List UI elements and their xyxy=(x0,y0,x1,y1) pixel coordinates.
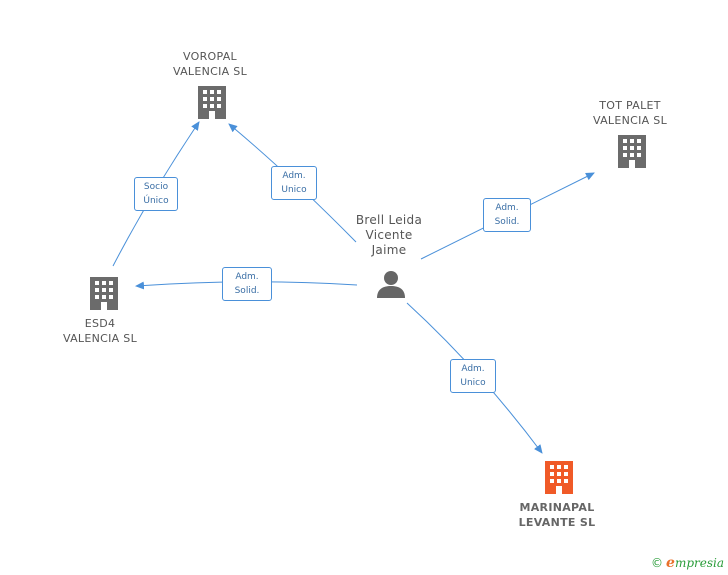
building-icon[interactable] xyxy=(545,461,573,494)
company-label-marinapal[interactable]: MARINAPAL LEVANTE SL xyxy=(505,500,609,530)
person-icon[interactable] xyxy=(377,271,405,298)
edge-label-text: Adm. xyxy=(282,171,306,181)
brand-initial: e xyxy=(666,555,675,571)
brand-logo: ©empresia xyxy=(651,555,724,571)
company-name: VALENCIA SL xyxy=(592,114,667,127)
company-name: LEVANTE SL xyxy=(518,516,596,529)
brand-name: mpresia xyxy=(674,556,724,570)
edge-label-adm-unico-voropal[interactable]: Adm. Unico xyxy=(271,166,317,200)
company-name: VALENCIA SL xyxy=(172,65,247,78)
company-name: MARINAPAL xyxy=(519,501,595,514)
company-label-voropal[interactable]: VOROPAL VALENCIA SL xyxy=(164,49,256,79)
edge-label-text: Solid. xyxy=(494,217,520,227)
copyright-symbol: © xyxy=(651,556,664,570)
edge-label-adm-unico-marinapal[interactable]: Adm. Unico xyxy=(450,359,496,393)
person-name: Jaime xyxy=(371,243,407,257)
edge-label-text: Adm. xyxy=(495,203,519,213)
company-name: TOT PALET xyxy=(599,99,661,112)
company-label-totpalet[interactable]: TOT PALET VALENCIA SL xyxy=(584,98,676,128)
edge-label-text: Adm. xyxy=(461,364,485,374)
edge-label-socio-unico[interactable]: Socio Único xyxy=(134,177,178,211)
edge-label-adm-solid-esd4[interactable]: Adm. Solid. xyxy=(222,267,272,301)
company-name: ESD4 xyxy=(84,317,116,330)
company-name: VALENCIA SL xyxy=(62,332,137,345)
person-name: Brell Leida xyxy=(355,213,423,227)
person-name: Vicente xyxy=(365,228,413,242)
company-label-esd4[interactable]: ESD4 VALENCIA SL xyxy=(54,316,146,346)
building-icon[interactable] xyxy=(618,135,646,168)
edge-label-adm-solid-totpalet[interactable]: Adm. Solid. xyxy=(483,198,531,232)
edge-label-text: Adm. xyxy=(235,272,259,282)
edge-label-text: Socio xyxy=(143,182,169,192)
edge-label-text: Solid. xyxy=(234,286,260,296)
edge-label-text: Único xyxy=(143,196,169,206)
person-label[interactable]: Brell Leida Vicente Jaime xyxy=(346,213,432,258)
building-icon[interactable] xyxy=(90,277,118,310)
building-icon[interactable] xyxy=(198,86,226,119)
company-name: VOROPAL xyxy=(183,50,237,63)
edge-label-text: Unico xyxy=(281,185,307,195)
edge-label-text: Unico xyxy=(460,378,486,388)
